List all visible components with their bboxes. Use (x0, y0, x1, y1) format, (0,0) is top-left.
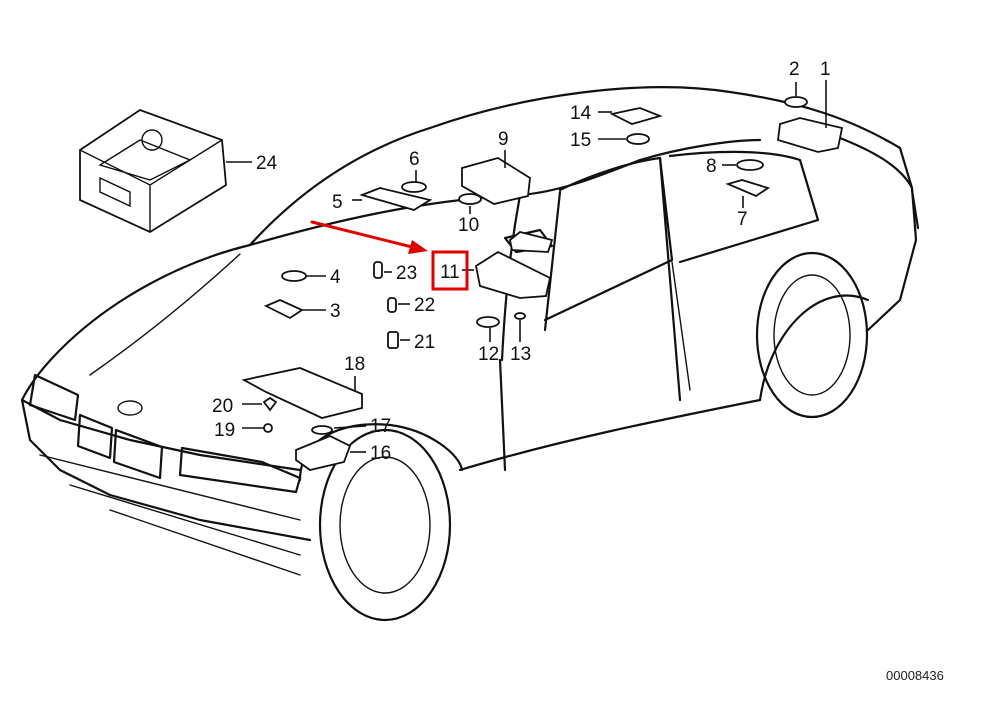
callout-13: 13 (510, 344, 531, 365)
part-17 (311, 425, 333, 435)
part-2 (784, 96, 808, 108)
callout-24: 24 (256, 153, 278, 174)
part-24-light-box (79, 108, 227, 234)
part-6 (401, 181, 427, 193)
part-8 (736, 159, 764, 171)
callout-10: 10 (458, 215, 479, 236)
part-5 (359, 187, 433, 211)
callout-9: 9 (498, 129, 509, 150)
part-14 (609, 107, 663, 125)
part-16 (295, 435, 352, 471)
callout-7: 7 (737, 209, 748, 230)
part-1 (777, 117, 844, 153)
callout-6: 6 (409, 149, 420, 170)
part-19 (263, 423, 273, 433)
callout-3: 3 (330, 301, 341, 322)
highlight-box (431, 250, 469, 291)
callout-23: 23 (396, 263, 417, 284)
part-9 (461, 157, 531, 205)
part-4 (281, 270, 307, 282)
callout-numbers: 1 2 3 4 5 6 7 8 9 10 11 12 13 14 15 16 1… (212, 59, 831, 464)
callout-20: 20 (212, 396, 233, 417)
highlight-arrow (310, 220, 414, 249)
callout-5: 5 (332, 192, 343, 213)
callout-17: 17 (370, 416, 391, 437)
part-23 (373, 261, 383, 279)
part-20 (262, 396, 278, 412)
callout-8: 8 (706, 156, 717, 177)
part-12 (476, 316, 500, 328)
callout-11: 11 (440, 262, 460, 283)
callout-21: 21 (414, 332, 435, 353)
part-11-plug (509, 231, 554, 253)
highlight-arrowhead (408, 240, 428, 254)
leader-lines (226, 80, 827, 453)
callout-4: 4 (330, 267, 341, 288)
part-13 (514, 312, 526, 320)
highlight-marker (310, 220, 469, 291)
callout-1: 1 (820, 59, 831, 80)
part-22 (387, 297, 397, 313)
parts (79, 96, 844, 471)
part-3 (263, 299, 304, 320)
car-body (20, 86, 920, 622)
callout-14: 14 (570, 103, 592, 124)
callout-2: 2 (789, 59, 800, 80)
drawing-code: 00008436 (886, 668, 944, 683)
part-11 (474, 250, 552, 299)
part-10 (458, 193, 482, 205)
callout-16: 16 (370, 443, 391, 464)
callout-15: 15 (570, 130, 591, 151)
part-7 (725, 179, 771, 198)
callout-12: 12 (478, 344, 499, 365)
part-21 (387, 331, 399, 349)
part-18 (241, 367, 363, 419)
callout-18: 18 (344, 354, 365, 375)
part-15 (626, 133, 650, 145)
callout-19: 19 (214, 420, 235, 441)
callout-22: 22 (414, 295, 435, 316)
